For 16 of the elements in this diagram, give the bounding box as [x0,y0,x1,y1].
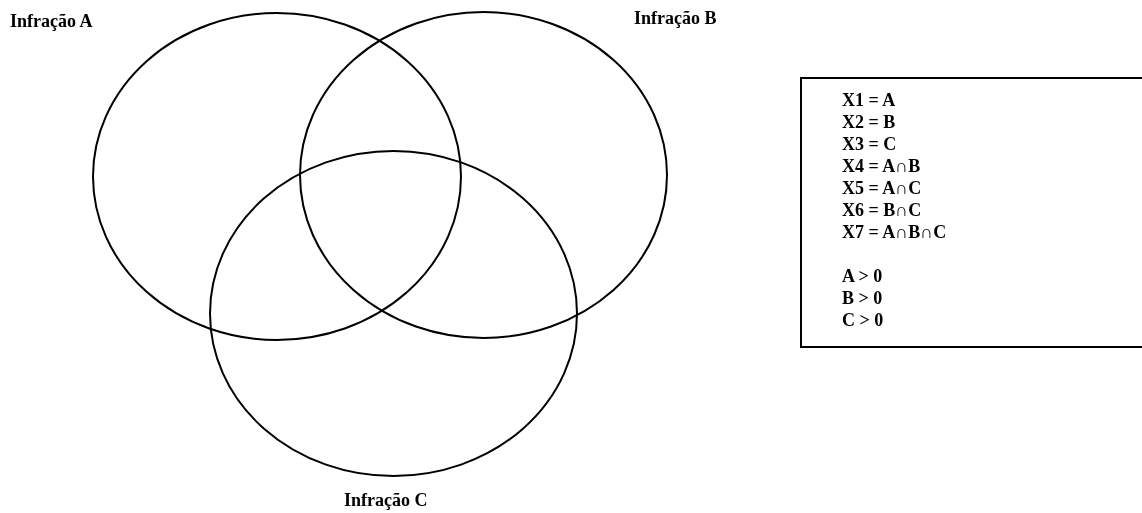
definition-line: A > 0 [842,265,883,287]
definition-line: X7 = A∩B∩C [842,221,947,243]
set-ellipse [209,150,578,477]
set-label: Infração C [344,489,428,511]
definition-box [800,77,1142,348]
definition-line: X3 = C [842,133,897,155]
set-label: Infração B [634,7,717,29]
definition-line: X5 = A∩C [842,177,922,199]
definition-line: B > 0 [842,287,883,309]
definition-line: X2 = B [842,111,896,133]
definition-line: X6 = B∩C [842,199,922,221]
set-label: Infração A [10,10,93,32]
definition-line: C > 0 [842,309,884,331]
set-ellipse [92,12,462,341]
definition-line: X4 = A∩B [842,155,921,177]
definition-line: X1 = A [842,89,896,111]
